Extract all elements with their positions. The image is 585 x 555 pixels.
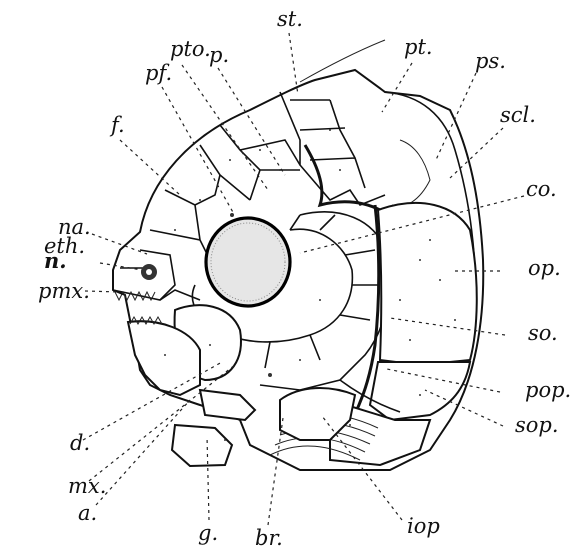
gular [172, 425, 232, 466]
label-pmx: pmx. [38, 279, 90, 303]
label-pt: pt. [404, 35, 433, 59]
orbit [206, 218, 290, 306]
label-scl: scl. [500, 103, 536, 127]
label-d: d. [70, 431, 90, 455]
label-co: co. [526, 177, 557, 201]
label-st: st. [277, 7, 303, 31]
label-a: a. [78, 501, 97, 525]
label-sop: sop. [515, 413, 559, 437]
label-pop: pop. [525, 378, 571, 402]
label-iop: iop [407, 514, 440, 538]
label-n: n. [44, 248, 67, 273]
nostril-center [146, 269, 152, 275]
label-f: f. [109, 113, 125, 137]
label-mx: mx. [68, 474, 106, 498]
label-op: op. [528, 256, 561, 280]
label-so: so. [528, 321, 558, 345]
label-ps: ps. [475, 49, 506, 73]
label-pto: pto. [170, 37, 211, 61]
label-pf: pf. [145, 61, 172, 85]
operculum [378, 203, 477, 365]
label-g: g. [198, 521, 218, 545]
label-p: p. [209, 43, 229, 67]
label-br: br. [255, 526, 283, 550]
